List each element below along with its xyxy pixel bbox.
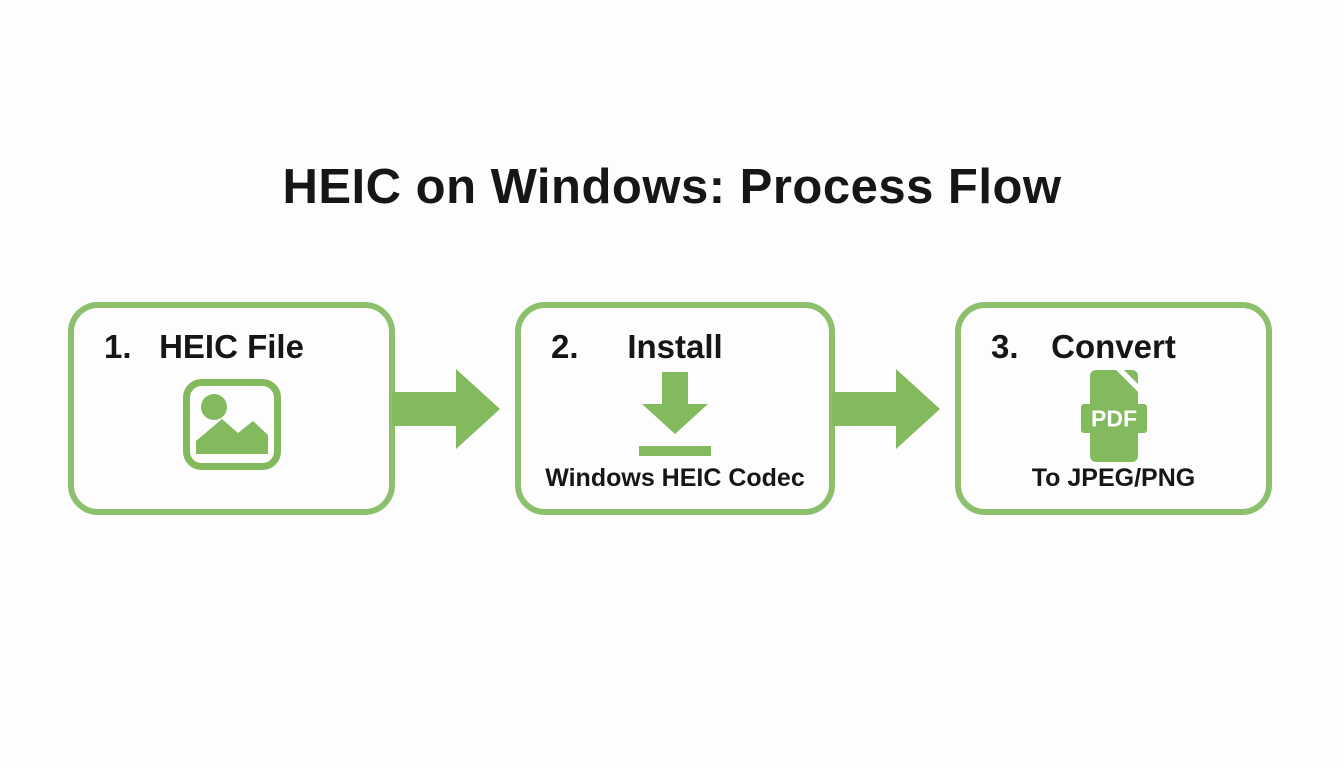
flow-arrow-right-icon: [832, 361, 952, 457]
pdf-badge-text: PDF: [1091, 406, 1137, 432]
process-flow: 1. HEIC File 2. Install Windows H: [0, 302, 1344, 515]
step-heading: 2. Install: [521, 330, 829, 363]
download-icon: [636, 372, 714, 458]
step-box-install: 2. Install Windows HEIC Codec: [515, 302, 835, 515]
step-number: 3.: [991, 328, 1019, 365]
step-label: Install: [627, 328, 723, 365]
pdf-file-icon: PDF: [1079, 363, 1149, 464]
flow-arrow-right-icon: [392, 361, 512, 457]
step-sublabel: To JPEG/PNG: [1031, 464, 1196, 492]
page-title: HEIC on Windows: Process Flow: [282, 159, 1062, 214]
step-label: HEIC File: [159, 328, 304, 365]
image-icon: [182, 378, 282, 471]
step-number: 2.: [551, 328, 579, 365]
step-box-heic-file: 1. HEIC File: [68, 302, 395, 515]
step-number: 1.: [104, 328, 132, 365]
step-heading: 3. Convert: [961, 330, 1266, 363]
step-box-convert: 3. Convert PDF To JPEG/PNG: [955, 302, 1272, 515]
step-label: Convert: [1051, 328, 1176, 365]
step-heading: 1. HEIC File: [74, 330, 389, 363]
step-sublabel: Windows HEIC Codec: [545, 464, 805, 492]
